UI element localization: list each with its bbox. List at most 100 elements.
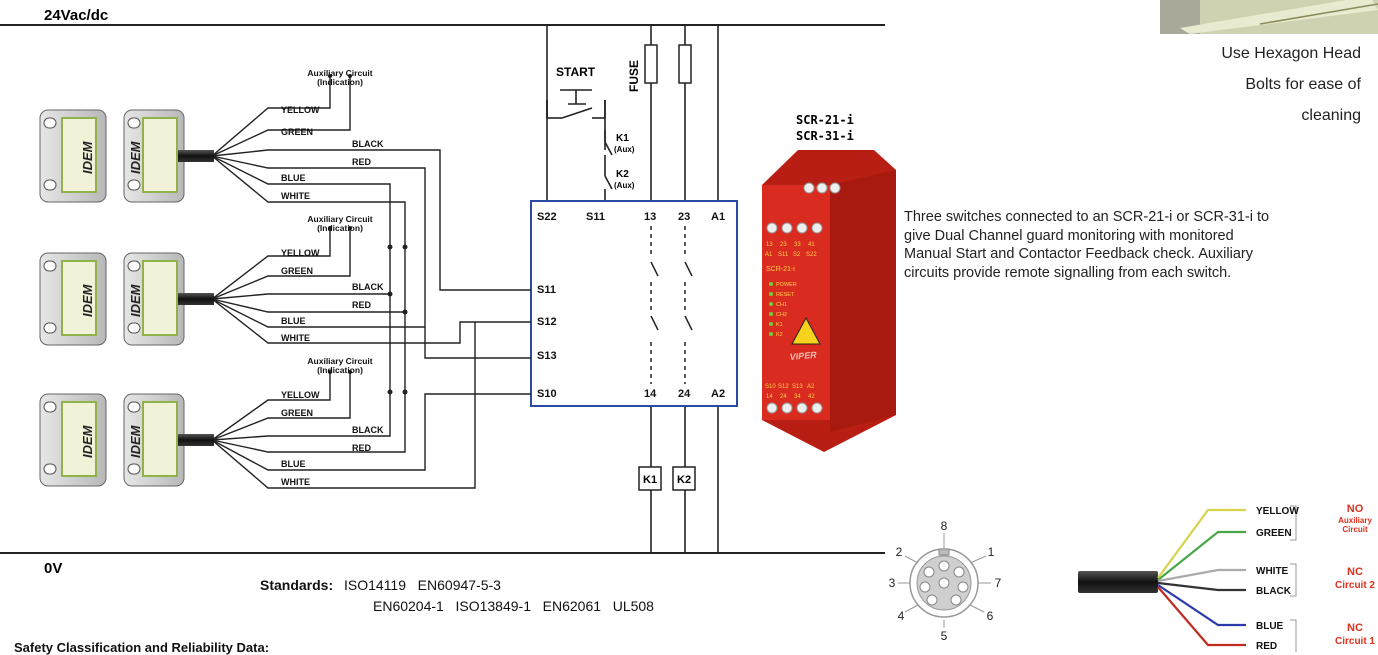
pin-label-1: 1 [988,545,995,559]
wire-yellow-1: YELLOW [281,105,320,115]
safety-heading: Safety Classification and Reliability Da… [14,640,270,655]
aux-circuit-1-line1: Auxiliary Circuit [307,68,372,78]
led-ch2: CH2 [776,312,787,318]
legend-wire-black: BLACK [1256,586,1292,597]
switch-2-brand-b: IDEM [128,283,143,317]
wire-yellow-3: YELLOW [281,390,320,400]
switch-1-brand-b: IDEM [128,140,143,174]
fuse-label: FUSE [627,60,641,92]
standards-line2: EN60204-1 ISO13849-1 EN62061 UL508 [373,598,654,614]
pin-label-8: 8 [941,519,948,533]
k2-aux-sub: (Aux) [614,181,635,190]
led-power: POWER [776,282,797,288]
terminal-23: 23 [678,211,690,223]
switch-2 [39,252,214,346]
product-term-13: 13 [766,242,773,248]
product-term-s11: S11 [778,252,789,258]
contactor-k1 [638,466,662,491]
legend-wire-red: RED [1256,641,1277,652]
legend-group-1-l3: Circuit [1342,525,1368,534]
contactor-k2 [672,466,696,491]
product-term-s22: S22 [806,252,817,258]
product-term-14: 14 [766,394,773,400]
switch-2-brand-a: IDEM [80,283,95,317]
switch-3-brand-b: IDEM [128,424,143,458]
product-model-1: SCR-21-i [796,113,854,127]
product-term-42: 42 [808,394,815,400]
pin-label-2: 2 [896,545,903,559]
wire-red-2: RED [352,300,372,310]
aux-circuit-1-line2: (Indication) [317,77,363,87]
product-brand: VIPER [789,350,817,362]
switch-3-brand-a: IDEM [80,424,95,458]
product-term-s13: S13 [792,384,803,390]
bolt-photo [1160,0,1378,34]
wire-red-3: RED [352,443,372,453]
aux-circuit-2-line2: (Indication) [317,223,363,233]
terminal-14: 14 [644,388,657,400]
start-button-symbol [546,89,613,201]
pin-label-6: 6 [987,609,994,623]
hexagon-caption-line2: Bolts for ease of [1245,76,1361,93]
contactor-k1-label: K1 [643,474,657,486]
led-k1: K1 [776,322,783,328]
pin-label-7: 7 [995,576,1002,590]
product-term-s12: S12 [778,384,789,390]
terminal-s11: S11 [537,284,556,296]
product-model-2: SCR-31-i [796,129,854,143]
pin-label-5: 5 [941,629,948,643]
terminal-13: 13 [644,211,656,223]
legend-wire-yellow: YELLOW [1256,506,1299,517]
terminal-s10: S10 [537,388,557,400]
wire-blue-2: BLUE [281,316,306,326]
terminal-s12: S12 [537,316,557,328]
wire-junctions [328,74,408,395]
k1-aux-sub: (Aux) [614,145,635,154]
product-term-s10: S10 [765,384,776,390]
hexagon-caption-line3: cleaning [1301,107,1361,124]
legend-wire-blue: BLUE [1256,621,1284,632]
switch-1 [39,109,214,203]
switch-wiring [180,76,531,489]
wire-yellow-2: YELLOW [281,248,320,258]
k2-aux-name: K2 [616,169,629,180]
switch-3 [39,393,214,487]
led-k2: K2 [776,332,783,338]
wire-blue-3: BLUE [281,459,306,469]
connector-pinout: 8 1 2 3 7 4 6 5 [889,519,1002,643]
product-term-23: 23 [780,242,787,248]
relay-internal-contacts [650,226,693,384]
legend-group-3-l1: NC [1347,622,1363,634]
led-ch1: CH1 [776,302,787,308]
product-term-41: 41 [808,242,815,248]
hexagon-caption-line1: Use Hexagon Head [1221,45,1361,62]
viper-warning-icon [791,316,821,345]
switch-1-brand-a: IDEM [80,140,95,174]
terminal-24: 24 [678,388,691,400]
product-term-a2: A2 [807,384,815,390]
aux-circuit-3-line1: Auxiliary Circuit [307,356,372,366]
product-term-s2: S2 [793,252,801,258]
product-term-34: 34 [794,394,801,400]
standards-label: Standards: [260,577,334,593]
contactor-k2-label: K2 [677,474,691,486]
safety-relay-box [530,200,738,407]
fuse-2 [678,44,692,84]
scr-relay-product-image: SCR-21-i SCR-31-i 13 23 33 41 A1 S11 S2 … [762,113,896,452]
wire-white-1: WHITE [281,191,310,201]
wire-black-1: BLACK [352,139,384,149]
legend-group-2-l2: Circuit 2 [1335,580,1375,591]
wire-white-2: WHITE [281,333,310,343]
wire-black-2: BLACK [352,282,384,292]
led-reset: RESET [776,292,795,298]
legend-group-1-l2: Auxiliary [1338,516,1372,525]
pin-label-3: 3 [889,576,896,590]
terminal-s22: S22 [537,211,557,223]
wire-green-1: GREEN [281,127,313,137]
legend-group-3-l2: Circuit 1 [1335,636,1375,647]
wire-white-3: WHITE [281,477,310,487]
legend-group-2-l1: NC [1347,566,1363,578]
k1-aux-name: K1 [616,133,629,144]
